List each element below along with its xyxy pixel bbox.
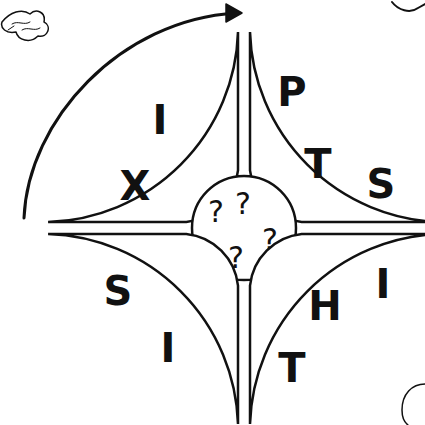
sketch-doodle [2, 11, 49, 40]
quadrant-outline [40, 228, 250, 425]
quadrant-shape [250, 234, 425, 424]
speech-bubble [402, 384, 425, 425]
letter: I [161, 328, 176, 368]
arrow-head [226, 4, 242, 22]
letter: P [277, 72, 306, 112]
letter: T [278, 348, 305, 388]
letter: T [304, 144, 331, 184]
letter: H [308, 286, 341, 326]
sketch-hatching [8, 22, 40, 30]
quadrant: HI T [244, 228, 425, 425]
quadrant-outline [244, 228, 425, 425]
letter: S [104, 271, 133, 311]
question-mark: ? [208, 197, 224, 227]
quadrant-shape [48, 234, 238, 424]
letter: S [367, 164, 396, 204]
corner-sketch [392, 2, 425, 11]
letter: I [153, 100, 168, 140]
quadrant: SI [40, 228, 250, 425]
letter: X [120, 166, 151, 206]
letter: I [376, 264, 391, 304]
question-mark: ? [235, 189, 251, 219]
